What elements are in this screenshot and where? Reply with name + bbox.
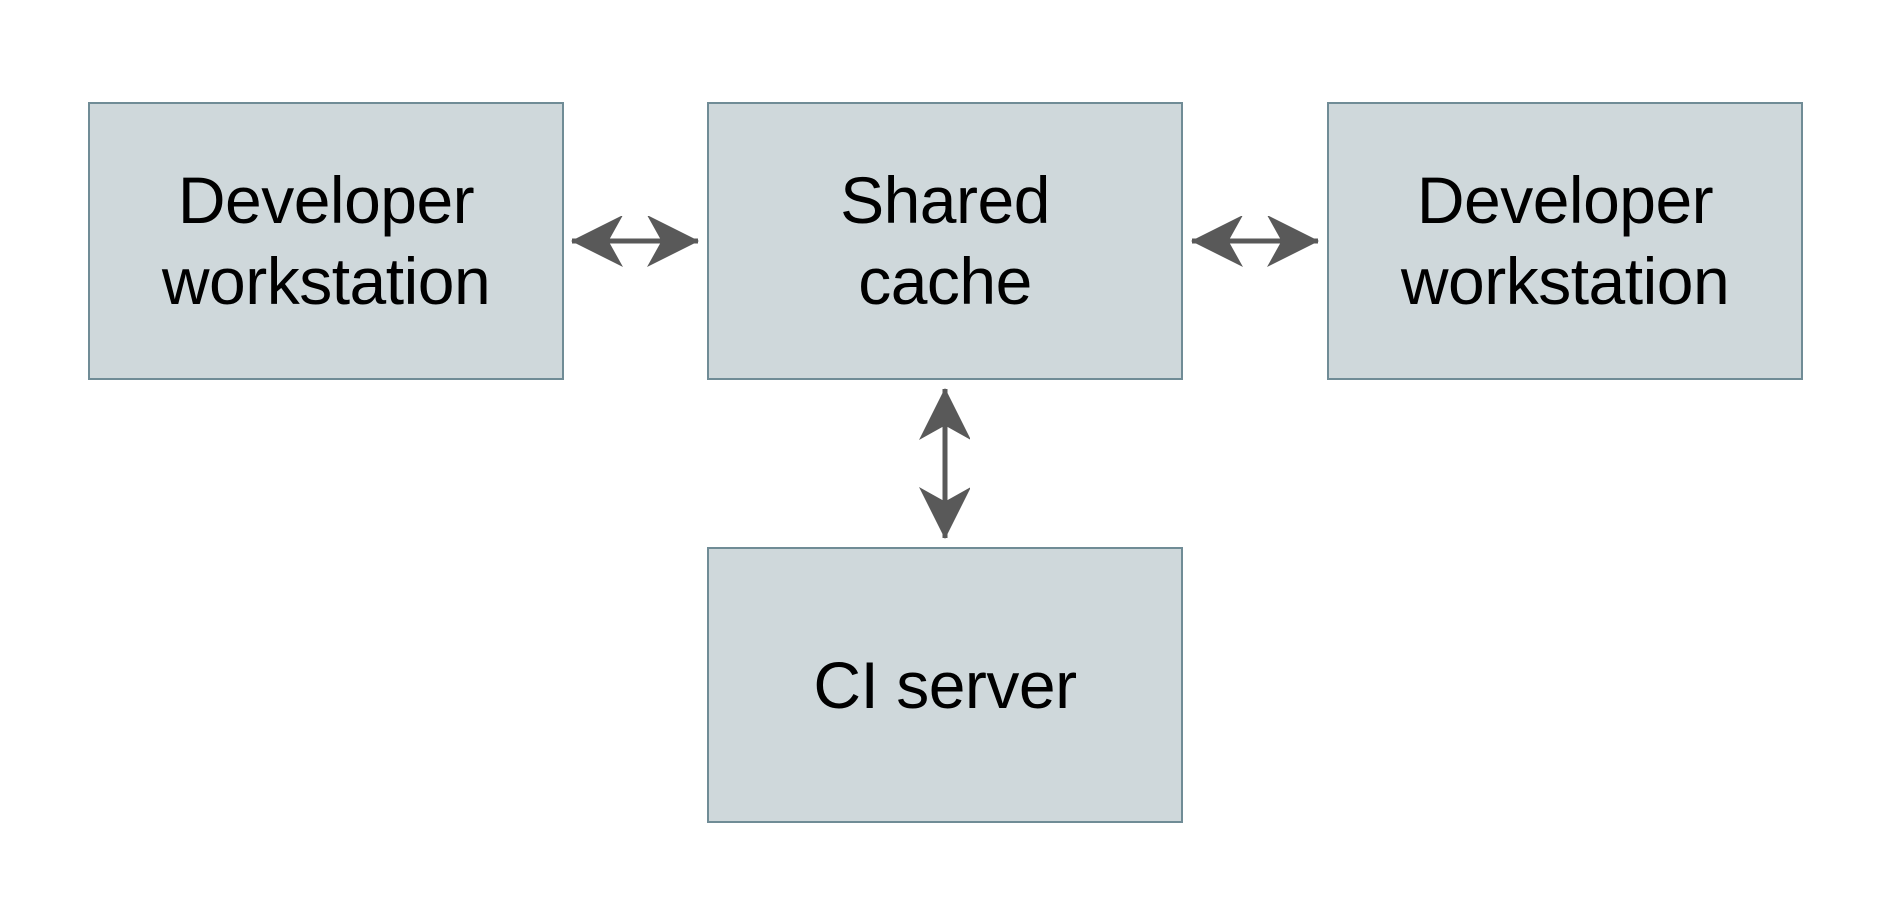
node-ci-server[interactable]: CI server: [707, 547, 1183, 823]
node-label-developer-workstation-left: Developer workstation: [161, 163, 491, 318]
node-shared-cache[interactable]: Shared cache: [707, 102, 1183, 380]
node-label-shared-cache: Shared cache: [840, 163, 1050, 318]
node-label-developer-workstation-right: Developer workstation: [1400, 163, 1730, 318]
node-developer-workstation-left[interactable]: Developer workstation: [88, 102, 564, 380]
node-developer-workstation-right[interactable]: Developer workstation: [1327, 102, 1803, 380]
node-label-ci-server: CI server: [813, 647, 1077, 722]
